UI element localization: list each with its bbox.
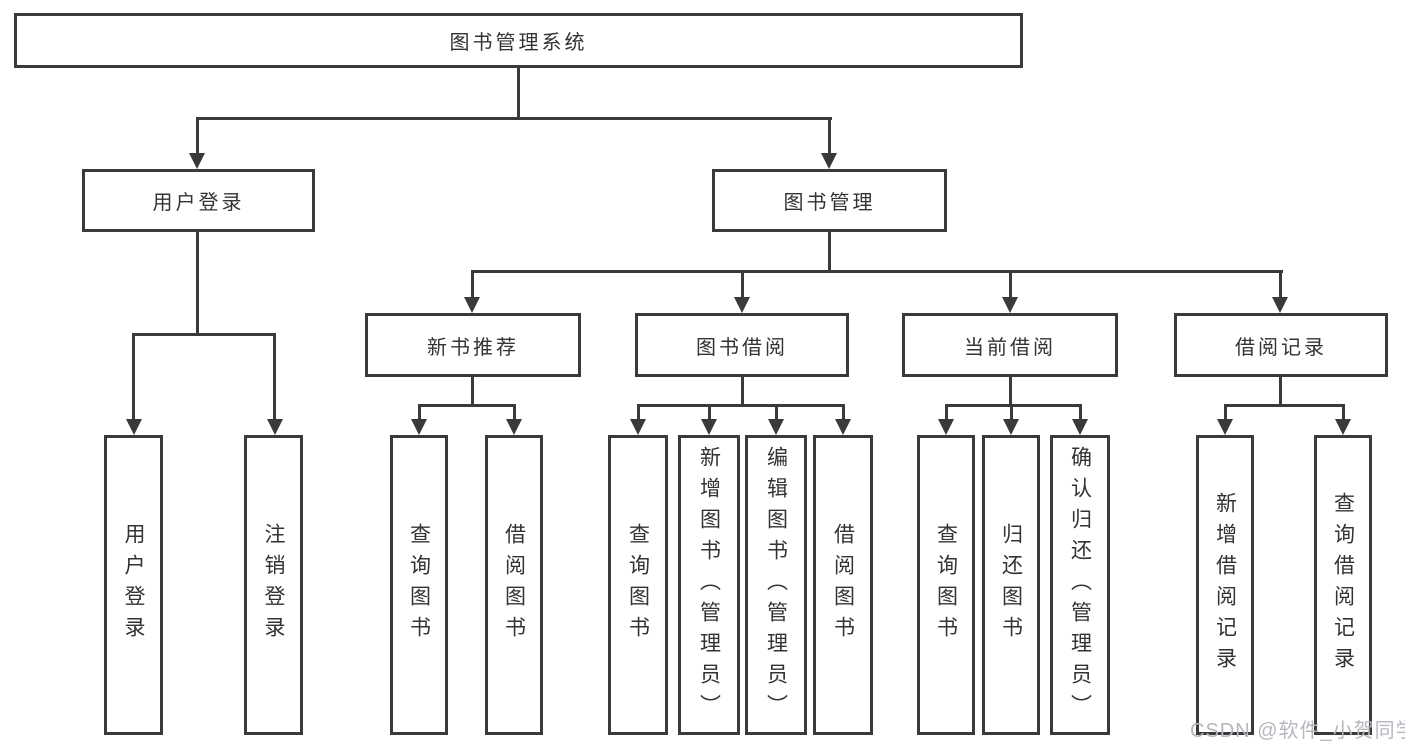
node-query-books-recommend: 查询图书 bbox=[390, 435, 448, 735]
connector-vline bbox=[471, 377, 474, 404]
connector-vline bbox=[196, 117, 199, 153]
arrow-down-icon bbox=[1272, 297, 1288, 313]
node-return-books: 归还图书 bbox=[982, 435, 1040, 735]
connector-hline bbox=[418, 404, 516, 407]
connector-vline bbox=[517, 68, 520, 118]
node-user-login-label: 用户登录 bbox=[152, 192, 245, 214]
arrow-down-icon bbox=[734, 297, 750, 313]
node-query-books-recommend-label: 查询图书 bbox=[407, 523, 431, 647]
connector-vline bbox=[196, 232, 199, 333]
node-root-label: 图书管理系统 bbox=[449, 32, 588, 54]
arrow-down-icon bbox=[630, 419, 646, 435]
connector-vline bbox=[775, 404, 778, 419]
connector-vline bbox=[1224, 404, 1227, 419]
connector-vline bbox=[1079, 404, 1082, 419]
connector-hline bbox=[196, 117, 832, 120]
node-book-borrowing-label: 图书借阅 bbox=[696, 336, 788, 359]
node-add-borrow-record: 新增借阅记录 bbox=[1196, 435, 1254, 735]
connector-vline bbox=[741, 270, 744, 297]
watermark-text: CSDN @软件_小贺同学 bbox=[1190, 720, 1405, 742]
node-borrow-books-recommend-label: 借阅图书 bbox=[502, 523, 526, 647]
connector-hline bbox=[471, 270, 1283, 273]
node-book-borrowing: 图书借阅 bbox=[635, 313, 849, 377]
node-query-books-borrowing: 查询图书 bbox=[608, 435, 668, 735]
connector-vline bbox=[418, 404, 421, 419]
arrow-down-icon bbox=[411, 419, 427, 435]
connector-vline bbox=[1009, 377, 1012, 404]
connector-vline bbox=[828, 232, 831, 270]
node-book-management-label: 图书管理 bbox=[783, 192, 876, 214]
arrow-down-icon bbox=[1335, 419, 1351, 435]
connector-vline bbox=[471, 270, 474, 297]
connector-vline bbox=[842, 404, 845, 419]
node-borrow-books-label: 借阅图书 bbox=[831, 523, 855, 647]
node-new-book-recommendation: 新书推荐 bbox=[365, 313, 581, 377]
node-edit-books-admin-label: 编辑图书（管理员） bbox=[764, 445, 788, 725]
node-add-borrow-record-label: 新增借阅记录 bbox=[1213, 492, 1237, 678]
arrow-down-icon bbox=[464, 297, 480, 313]
node-query-borrow-record: 查询借阅记录 bbox=[1314, 435, 1372, 735]
arrow-down-icon bbox=[821, 153, 837, 169]
arrow-down-icon bbox=[506, 419, 522, 435]
connector-vline bbox=[741, 377, 744, 404]
arrow-down-icon bbox=[938, 419, 954, 435]
connector-vline bbox=[1342, 404, 1345, 419]
node-user-login: 用户登录 bbox=[82, 169, 315, 232]
node-user-login-leaf-label: 用户登录 bbox=[122, 523, 145, 647]
node-confirm-return-admin: 确认归还（管理员） bbox=[1050, 435, 1110, 735]
arrow-down-icon bbox=[768, 419, 784, 435]
node-current-borrowing: 当前借阅 bbox=[902, 313, 1118, 377]
connector-vline bbox=[132, 333, 135, 419]
connector-hline bbox=[132, 333, 276, 336]
node-edit-books-admin: 编辑图书（管理员） bbox=[745, 435, 807, 735]
node-logout-leaf: 注销登录 bbox=[244, 435, 303, 735]
arrow-down-icon bbox=[835, 419, 851, 435]
connector-vline bbox=[1279, 270, 1282, 297]
node-add-books-admin: 新增图书（管理员） bbox=[678, 435, 740, 735]
connector-hline bbox=[1224, 404, 1345, 407]
node-logout-leaf-label: 注销登录 bbox=[262, 523, 285, 647]
connector-vline bbox=[1010, 404, 1013, 419]
arrow-down-icon bbox=[1003, 419, 1019, 435]
arrow-down-icon bbox=[1217, 419, 1233, 435]
node-query-borrow-record-label: 查询借阅记录 bbox=[1331, 492, 1355, 678]
arrow-down-icon bbox=[126, 419, 142, 435]
node-return-books-label: 归还图书 bbox=[999, 523, 1023, 647]
node-root: 图书管理系统 bbox=[14, 13, 1023, 68]
node-confirm-return-admin-label: 确认归还（管理员） bbox=[1068, 445, 1092, 725]
node-user-login-leaf: 用户登录 bbox=[104, 435, 163, 735]
node-new-book-recommendation-label: 新书推荐 bbox=[427, 336, 519, 359]
node-query-books-current-label: 查询图书 bbox=[934, 523, 958, 647]
connector-vline bbox=[513, 404, 516, 419]
connector-vline bbox=[273, 333, 276, 419]
node-query-books-current: 查询图书 bbox=[917, 435, 975, 735]
node-borrowing-records: 借阅记录 bbox=[1174, 313, 1388, 377]
arrow-down-icon bbox=[189, 153, 205, 169]
node-borrow-books-recommend: 借阅图书 bbox=[485, 435, 543, 735]
arrow-down-icon bbox=[701, 419, 717, 435]
arrow-down-icon bbox=[267, 419, 283, 435]
arrow-down-icon bbox=[1002, 297, 1018, 313]
connector-vline bbox=[1009, 270, 1012, 297]
arrow-down-icon bbox=[1072, 419, 1088, 435]
node-add-books-admin-label: 新增图书（管理员） bbox=[697, 445, 721, 725]
connector-hline bbox=[637, 404, 845, 407]
connector-vline bbox=[1279, 377, 1282, 404]
connector-hline bbox=[945, 404, 1082, 407]
connector-vline bbox=[708, 404, 711, 419]
node-borrowing-records-label: 借阅记录 bbox=[1235, 336, 1327, 359]
connector-vline bbox=[637, 404, 640, 419]
connector-vline bbox=[828, 117, 831, 153]
connector-vline bbox=[945, 404, 948, 419]
node-borrow-books: 借阅图书 bbox=[813, 435, 873, 735]
node-current-borrowing-label: 当前借阅 bbox=[964, 336, 1056, 359]
node-query-books-borrowing-label: 查询图书 bbox=[626, 523, 650, 647]
node-book-management: 图书管理 bbox=[712, 169, 947, 232]
